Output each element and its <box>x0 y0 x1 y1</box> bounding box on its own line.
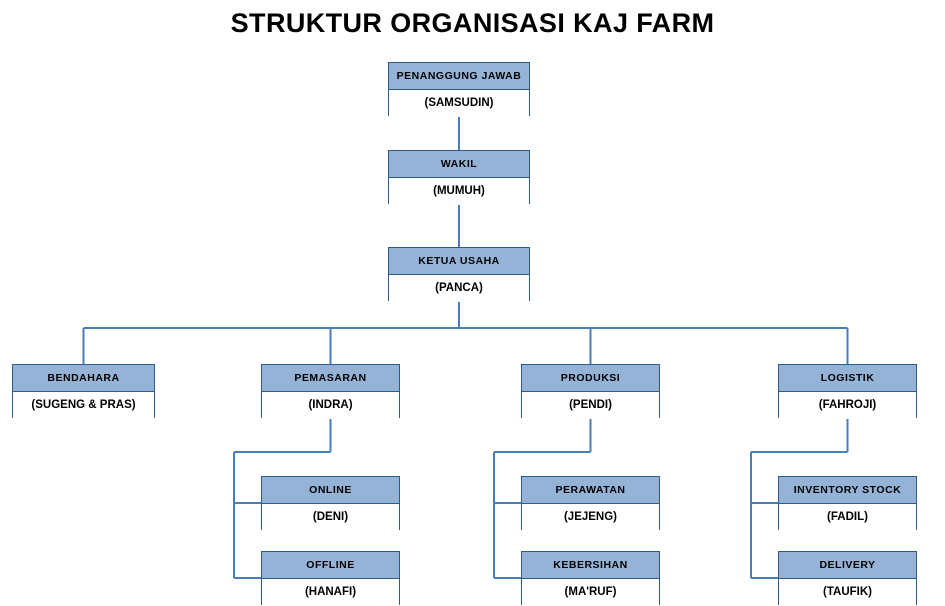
org-node-person: (PENDI) <box>522 392 659 419</box>
org-node-role: DELIVERY <box>779 552 916 579</box>
org-node-person: (DENI) <box>262 504 399 531</box>
org-node-produksi[interactable]: PRODUKSI(PENDI) <box>521 364 660 419</box>
org-node-person: (TAUFIK) <box>779 579 916 606</box>
org-node-role: PERAWATAN <box>522 477 659 504</box>
org-node-person: (MA'RUF) <box>522 579 659 606</box>
org-node-penanggung-jawab[interactable]: PENANGGUNG JAWAB(SAMSUDIN) <box>388 62 530 117</box>
org-node-role: KETUA USAHA <box>389 248 529 275</box>
org-node-online[interactable]: ONLINE(DENI) <box>261 476 400 531</box>
org-node-perawatan[interactable]: PERAWATAN(JEJENG) <box>521 476 660 531</box>
org-node-offline[interactable]: OFFLINE(HANAFI) <box>261 551 400 606</box>
org-node-person: (HANAFI) <box>262 579 399 606</box>
org-node-role: PENANGGUNG JAWAB <box>389 63 529 90</box>
org-node-logistik[interactable]: LOGISTIK(FAHROJI) <box>778 364 917 419</box>
org-node-person: (FADIL) <box>779 504 916 531</box>
org-node-role: INVENTORY STOCK <box>779 477 916 504</box>
org-node-person: (SAMSUDIN) <box>389 90 529 117</box>
org-node-wakil[interactable]: WAKIL(MUMUH) <box>388 150 530 205</box>
org-node-person: (JEJENG) <box>522 504 659 531</box>
page-title: STRUKTUR ORGANISASI KAJ FARM <box>230 8 715 38</box>
org-node-role: LOGISTIK <box>779 365 916 392</box>
org-node-person: (PANCA) <box>389 275 529 302</box>
org-node-role: OFFLINE <box>262 552 399 579</box>
org-node-kebersihan[interactable]: KEBERSIHAN(MA'RUF) <box>521 551 660 606</box>
org-node-role: ONLINE <box>262 477 399 504</box>
org-node-delivery[interactable]: DELIVERY(TAUFIK) <box>778 551 917 606</box>
org-node-role: WAKIL <box>389 151 529 178</box>
org-node-person: (INDRA) <box>262 392 399 419</box>
org-node-role: BENDAHARA <box>13 365 154 392</box>
org-node-ketua-usaha[interactable]: KETUA USAHA(PANCA) <box>388 247 530 302</box>
org-node-inventory-stock[interactable]: INVENTORY STOCK(FADIL) <box>778 476 917 531</box>
org-node-role: PEMASARAN <box>262 365 399 392</box>
org-node-person: (FAHROJI) <box>779 392 916 419</box>
org-node-person: (SUGENG & PRAS) <box>13 392 154 419</box>
org-node-role: KEBERSIHAN <box>522 552 659 579</box>
org-node-person: (MUMUH) <box>389 178 529 205</box>
org-node-pemasaran[interactable]: PEMASARAN(INDRA) <box>261 364 400 419</box>
org-node-bendahara[interactable]: BENDAHARA(SUGENG & PRAS) <box>12 364 155 419</box>
org-node-role: PRODUKSI <box>522 365 659 392</box>
